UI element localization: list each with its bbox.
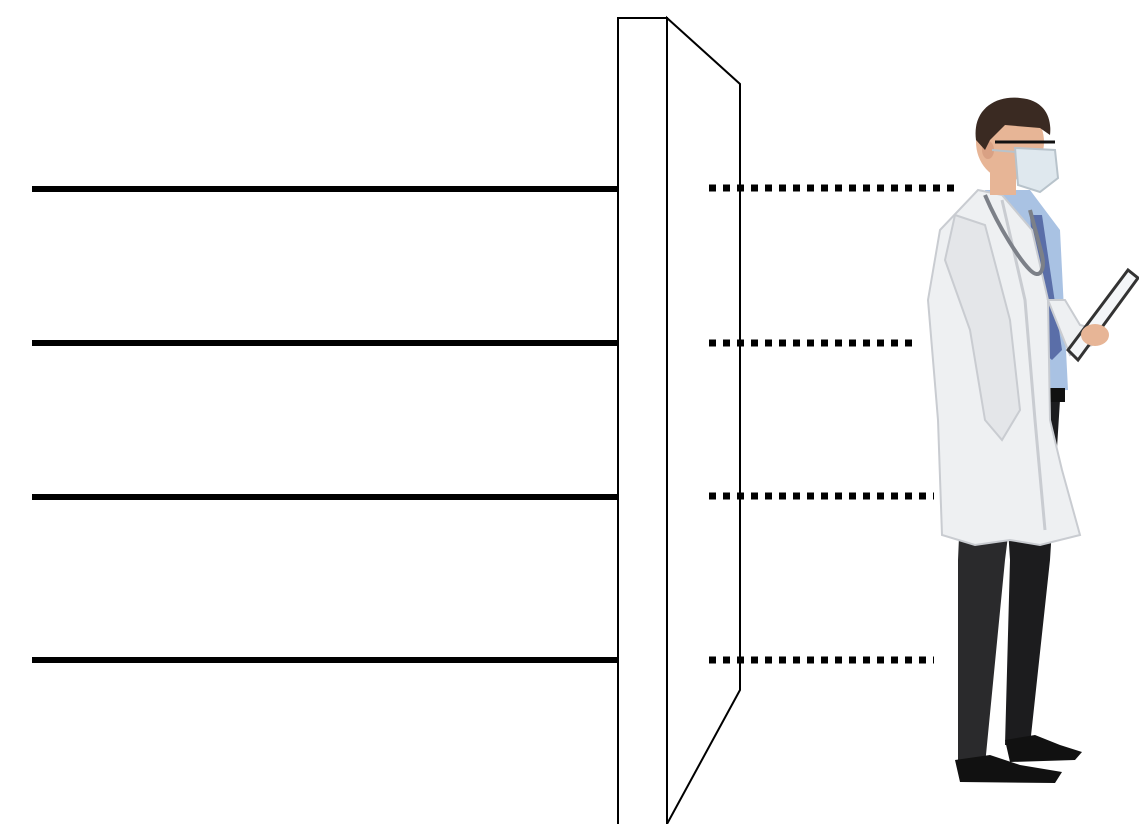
hand [1081, 324, 1109, 346]
incoming-rays [32, 189, 618, 660]
doctor-with-mask-icon [928, 98, 1138, 783]
face-mask [1015, 148, 1058, 192]
shoe-back [1005, 735, 1082, 762]
clipboard-icon [1068, 270, 1138, 360]
panel-side-face [667, 18, 740, 824]
filter-panel-icon [618, 18, 740, 824]
transmitted-rays [709, 188, 955, 660]
panel-front-face [618, 18, 667, 824]
